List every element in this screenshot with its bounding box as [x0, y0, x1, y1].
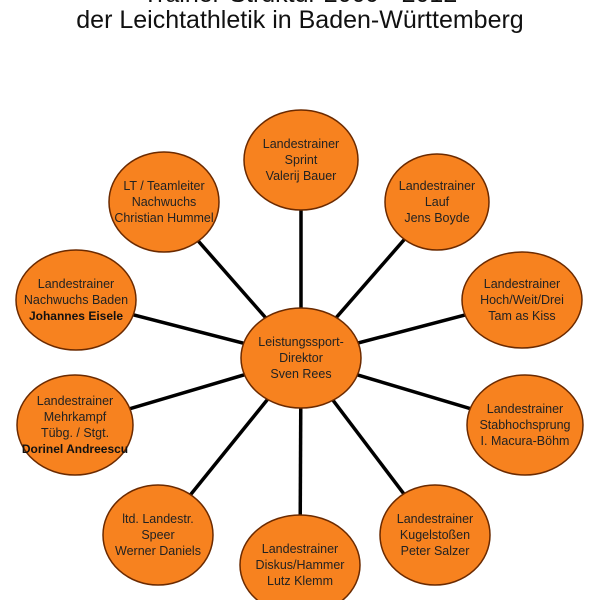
node-label: Landestrainer — [263, 137, 339, 151]
node-label: Diskus/Hammer — [256, 558, 345, 572]
node-ellipse — [379, 484, 491, 586]
node-label: Werner Daniels — [115, 544, 201, 558]
node-label: Nachwuchs — [132, 195, 197, 209]
node-label: LT / Teamleiter — [123, 179, 204, 193]
node-label: Stabhochsprung — [479, 418, 570, 432]
node-ellipse — [102, 484, 214, 586]
node-label: I. Macura-Böhm — [481, 434, 570, 448]
node-label: Mehrkampf — [44, 410, 107, 424]
node-ellipse — [461, 251, 583, 349]
node-ellipse — [239, 514, 361, 600]
node-label: Kugelstoßen — [400, 528, 470, 542]
node-label: Leistungssport- — [258, 335, 343, 349]
node-label: Lutz Klemm — [267, 574, 333, 588]
node-label: Nachwuchs Baden — [24, 293, 128, 307]
node-label: Tübg. / Stgt. — [41, 426, 109, 440]
node-label: Valerij Bauer — [266, 169, 337, 183]
node-label: Sven Rees — [270, 367, 331, 381]
node-label: Christian Hummel — [114, 211, 213, 225]
node-label: ltd. Landestr. — [122, 512, 194, 526]
diagram-title-line1: Trainer-Struktur 2009 - 2012 — [0, 0, 600, 9]
node-label: Jens Boyde — [404, 211, 469, 225]
node-ellipse — [240, 307, 362, 409]
node-ellipse — [384, 153, 490, 251]
node-ellipse — [16, 374, 134, 476]
node-label: Landestrainer — [37, 394, 113, 408]
node-ellipse — [15, 249, 137, 351]
node-label: Landestrainer — [487, 402, 563, 416]
node-ellipse — [108, 151, 220, 253]
diagram-title-line2: der Leichtathletik in Baden-Württemberg — [76, 6, 524, 34]
node-label: Landestrainer — [399, 179, 475, 193]
node-label: Dorinel Andreescu — [22, 442, 128, 456]
node-label: Direktor — [279, 351, 323, 365]
node-ellipse — [466, 374, 584, 476]
node-label: Landestrainer — [397, 512, 473, 526]
node-ellipse — [243, 109, 359, 211]
node-label: Speer — [141, 528, 174, 542]
node-label: Hoch/Weit/Drei — [480, 293, 564, 307]
node-label: Peter Salzer — [401, 544, 470, 558]
node-label: Landestrainer — [484, 277, 560, 291]
node-label: Sprint — [285, 153, 318, 167]
node-label: Tam as Kiss — [488, 309, 555, 323]
node-label: Landestrainer — [262, 542, 338, 556]
node-label: Landestrainer — [38, 277, 114, 291]
node-label: Lauf — [425, 195, 450, 209]
node-label: Johannes Eisele — [29, 309, 123, 323]
